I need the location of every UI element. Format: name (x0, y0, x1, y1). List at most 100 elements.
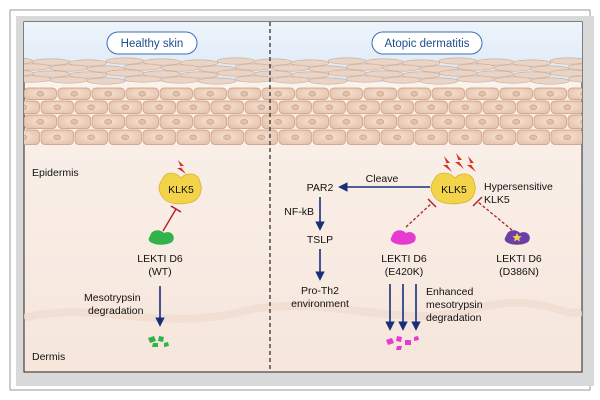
cell-nucleus (342, 119, 351, 125)
cell-nucleus (36, 119, 45, 125)
right-klk5-enzyme (430, 172, 476, 205)
cell-nucleus (410, 91, 419, 97)
cell-nucleus (427, 134, 436, 140)
stratum-corneum (24, 57, 582, 85)
corneocyte-flake (123, 75, 163, 83)
corneocyte-flake (456, 63, 496, 71)
dermis-label: Dermis (32, 351, 65, 363)
corneocyte-flake (105, 57, 145, 65)
cell-nucleus (495, 104, 504, 110)
left-lekti-fragments (148, 336, 169, 347)
corneocyte-flake (530, 77, 570, 85)
nfkb-label: NF-kB (284, 206, 314, 218)
cell-nucleus (580, 91, 582, 96)
epidermis-label: Epidermis (32, 167, 79, 179)
th2-label-line1: Pro-Th2 (301, 285, 339, 297)
corneocyte-flake (68, 59, 108, 67)
cell-nucleus (308, 91, 317, 97)
cell-nucleus (325, 134, 334, 140)
cell-nucleus (189, 104, 198, 110)
keratinocyte-cell (567, 114, 582, 129)
tslp-label: TSLP (307, 234, 333, 246)
corneocyte-flake (234, 75, 274, 83)
left-inhibition-line (162, 208, 177, 232)
corneocyte-flake (290, 59, 330, 67)
cell-nucleus (546, 119, 555, 125)
cell-nucleus (563, 104, 572, 110)
corneocyte-flake (567, 63, 582, 71)
cell-nucleus (24, 134, 28, 140)
cell-nucleus (461, 104, 470, 110)
cell-nucleus (240, 119, 249, 125)
cell-nucleus (529, 134, 538, 140)
cell-nucleus (223, 104, 232, 110)
cell-nucleus (359, 104, 368, 110)
corneocyte-flake (327, 57, 367, 65)
corneocyte-flake (105, 69, 145, 77)
corneocyte-flake (345, 63, 385, 71)
cell-nucleus (393, 104, 402, 110)
corneocyte-flake (456, 75, 496, 83)
cell-nucleus (138, 119, 147, 125)
cell-nucleus (24, 104, 28, 110)
corneocyte-flake (179, 59, 219, 67)
cell-nucleus (155, 104, 164, 110)
lekti-e420k-label-line2: (E420K) (385, 266, 424, 278)
corneocyte-flake (512, 59, 552, 67)
cell-nucleus (444, 91, 453, 97)
corneocyte-flake (308, 77, 348, 85)
corneocyte-flake (179, 71, 219, 79)
corneocyte-flake (216, 69, 256, 77)
corneocyte-flake (234, 63, 274, 71)
atopic-dermatitis-pill (371, 31, 483, 55)
cell-nucleus (87, 134, 96, 140)
corneocyte-flake (160, 64, 200, 72)
d386n-inhibition-bar (472, 196, 483, 207)
corneocyte-flake (327, 69, 367, 77)
cell-nucleus (274, 91, 283, 97)
cell-nucleus (580, 119, 582, 124)
lekti-e420k-label-line1: LEKTI D6 (381, 253, 427, 265)
lekti-e420k-shape (390, 230, 416, 245)
e420k-inhibition-bar (427, 198, 437, 208)
corneocyte-flake (549, 69, 582, 77)
corneocyte-flake (382, 76, 422, 84)
cell-nucleus (359, 134, 368, 140)
cell-nucleus (291, 134, 300, 140)
cell-nucleus (53, 104, 62, 110)
cell-nucleus (87, 104, 96, 110)
d386n-mutation-star-icon (512, 233, 522, 242)
keratinocyte-cell (24, 100, 40, 114)
cell-nucleus (172, 119, 181, 125)
cell-nucleus (376, 91, 385, 97)
cell-nucleus (478, 91, 487, 97)
cell-nucleus (189, 134, 198, 140)
dermis-boundary (24, 298, 582, 323)
cell-nucleus (104, 91, 113, 97)
corneocyte-flake (197, 77, 237, 85)
corneocyte-flake (49, 64, 89, 72)
e420k-inhibition-line (405, 202, 433, 228)
healthy-skin-pill (106, 31, 198, 55)
cell-nucleus (104, 119, 113, 125)
corneocyte-flake (401, 71, 441, 79)
lekti-d386n-label-line1: LEKTI D6 (496, 253, 542, 265)
corneocyte-flake (419, 77, 459, 85)
left-klk5-enzyme (158, 172, 202, 205)
corneocyte-flake (49, 76, 89, 84)
left-process-line1: Mesotrypsin (84, 292, 141, 304)
cell-nucleus (325, 104, 334, 110)
corneocyte-flake (438, 69, 478, 77)
cell-nucleus (546, 91, 555, 97)
left-klk5-label: KLK5 (168, 184, 194, 196)
cell-nucleus (70, 91, 79, 97)
d386n-inhibition-line (477, 201, 513, 231)
corneocyte-flake (68, 71, 108, 79)
atopic-dermatitis-title: Atopic dermatitis (384, 38, 469, 50)
right-process-line2: mesotrypsin (426, 299, 483, 311)
keratinocyte-layer (24, 87, 582, 145)
cell-nucleus (563, 134, 572, 140)
corneocyte-flake (382, 64, 422, 72)
cell-nucleus (529, 104, 538, 110)
